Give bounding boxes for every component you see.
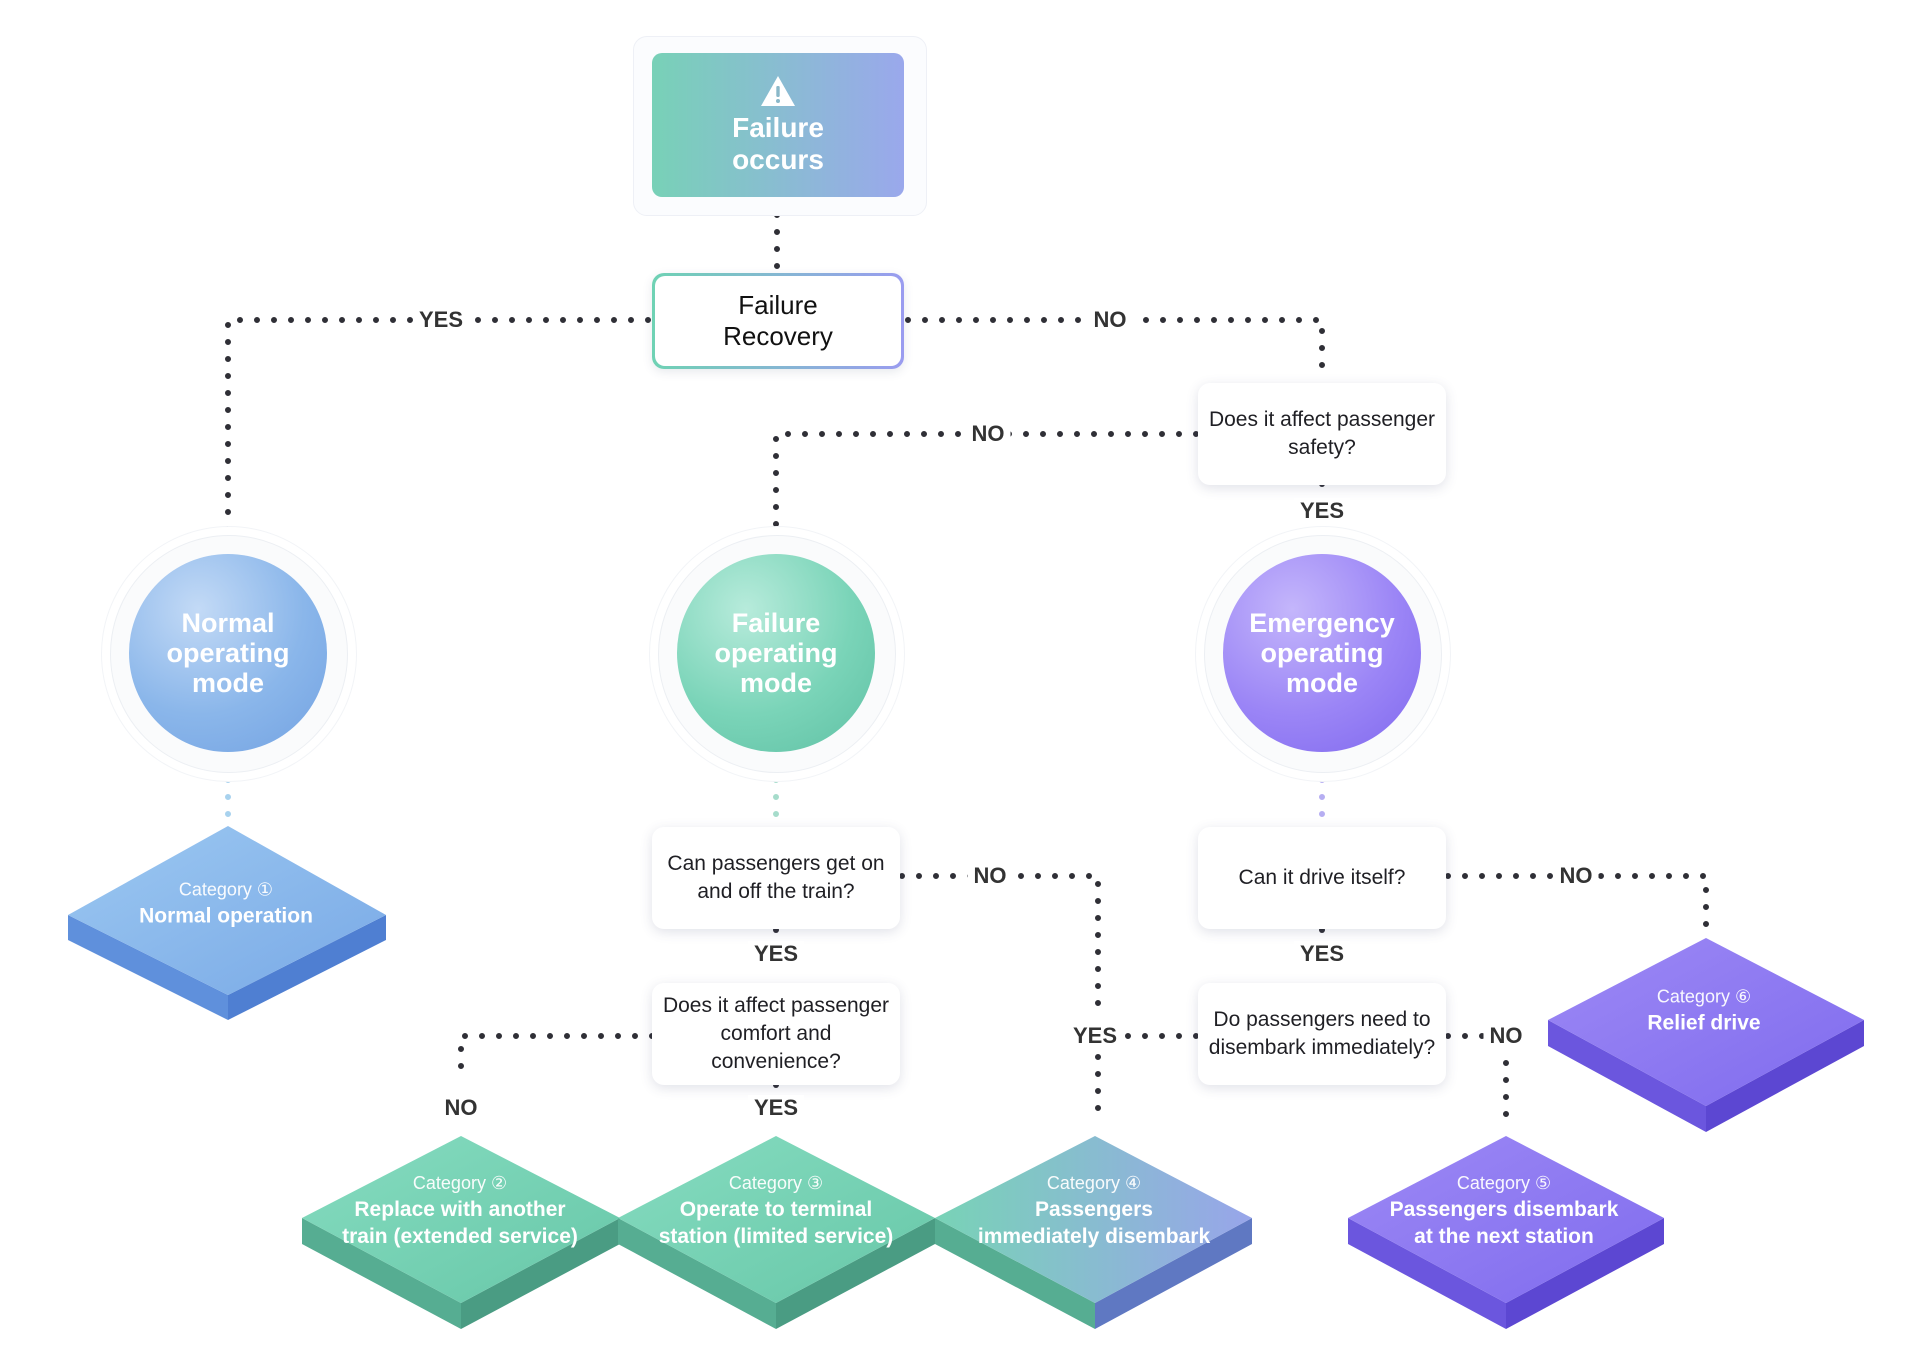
normal-mode-circle: Normal operating mode — [129, 554, 327, 752]
category-3-diamond — [618, 1136, 935, 1329]
mode-to-next-connectors — [225, 481, 1325, 1103]
emergency-mode-label: Emergency operating mode — [1249, 608, 1395, 698]
decision-getonoff: Can passengers get on and off the train? — [652, 827, 900, 929]
label-getonoff-no: NO — [967, 863, 1013, 889]
decision-disembark: Do passengers need to disembark immediat… — [1198, 983, 1446, 1085]
connector-disembark-yes — [1095, 1033, 1199, 1125]
category-6-tag: Category ⑥ — [1656, 986, 1752, 1007]
recovery-node: Failure Recovery — [655, 276, 901, 366]
category-4-name: Passengers immediately disembark — [977, 1198, 1211, 1248]
warning-icon — [761, 76, 795, 106]
category-4-tag: Category ④ — [1046, 1173, 1142, 1193]
connector-recovery-yes — [225, 317, 651, 538]
category-1-diamond — [68, 826, 386, 1020]
label-safety-yes: YES — [1293, 498, 1351, 524]
label-comfort-yes: YES — [747, 1095, 805, 1121]
decision-safety: Does it affect passenger safety? — [1198, 383, 1446, 485]
category-2-name: Replace with another train (extended ser… — [342, 1198, 578, 1248]
category-3-label: Category ③ Operate to terminal station (… — [656, 1170, 896, 1250]
decision-safety-text: Does it affect passenger safety? — [1208, 408, 1436, 459]
category-3-name: Operate to terminal station (limited ser… — [658, 1198, 894, 1248]
category-1-tag: Category ① — [178, 879, 274, 900]
decision-drive-text: Can it drive itself? — [1238, 866, 1406, 889]
label-drive-no: NO — [1553, 863, 1599, 889]
category-2-tag: Category ② — [412, 1173, 508, 1193]
category-5-tag: Category ⑤ — [1456, 1173, 1552, 1193]
category-5-diamond — [1348, 1136, 1664, 1329]
category-6-name: Relief drive — [1647, 1011, 1761, 1035]
connector-safety-no — [773, 431, 1199, 538]
start-node: Failure occurs — [652, 53, 904, 197]
category-1-label: Category ① Normal operation — [139, 877, 313, 930]
decision-comfort: Does it affect passenger comfort and con… — [652, 983, 900, 1085]
emergency-mode-circle: Emergency operating mode — [1223, 554, 1421, 752]
label-safety-no: NO — [965, 421, 1011, 447]
normal-mode-label: Normal operating mode — [166, 608, 290, 698]
label-comfort-no: NO — [438, 1095, 484, 1121]
category-1-name: Normal operation — [139, 904, 313, 928]
category-5-label: Category ⑤ Passengers disembark at the n… — [1379, 1170, 1629, 1250]
label-disembark-yes: YES — [1066, 1023, 1124, 1049]
category-4-diamond — [935, 1136, 1252, 1329]
label-disembark-no: NO — [1483, 1023, 1529, 1049]
category-4-label: Category ④ Passengers immediately disemb… — [974, 1170, 1214, 1250]
connector-getonoff-no — [899, 873, 1101, 1008]
category-2-label: Category ② Replace with another train (e… — [340, 1170, 580, 1250]
connector-disembark-no — [1445, 1033, 1509, 1125]
connector-drive-no — [1445, 873, 1709, 938]
connector-lines — [225, 212, 1709, 1125]
decision-getonoff-text: Can passengers get on and off the train? — [667, 852, 885, 903]
failure-mode-circle: Failure operating mode — [677, 554, 875, 752]
category-6-diamond — [1548, 938, 1864, 1132]
decision-comfort-text: Does it affect passenger comfort and con… — [662, 994, 890, 1073]
category-2-diamond — [302, 1136, 620, 1329]
decision-drive: Can it drive itself? — [1198, 827, 1446, 929]
label-drive-yes: YES — [1293, 941, 1351, 967]
category-5-name: Passengers disembark at the next station — [1389, 1198, 1619, 1248]
failure-mode-label: Failure operating mode — [714, 608, 838, 698]
decision-disembark-text: Do passengers need to disembark immediat… — [1208, 1008, 1436, 1059]
connector-comfort-no — [458, 1033, 655, 1081]
label-recovery-no: NO — [1087, 307, 1133, 333]
connector-recovery-no — [905, 317, 1325, 371]
start-title: Failure occurs — [732, 112, 824, 175]
recovery-label: Failure Recovery — [723, 290, 833, 351]
label-recovery-yes: YES — [412, 307, 470, 333]
label-getonoff-yes: YES — [747, 941, 805, 967]
category-6-label: Category ⑥ Relief drive — [1647, 984, 1760, 1037]
category-3-tag: Category ③ — [728, 1173, 824, 1193]
